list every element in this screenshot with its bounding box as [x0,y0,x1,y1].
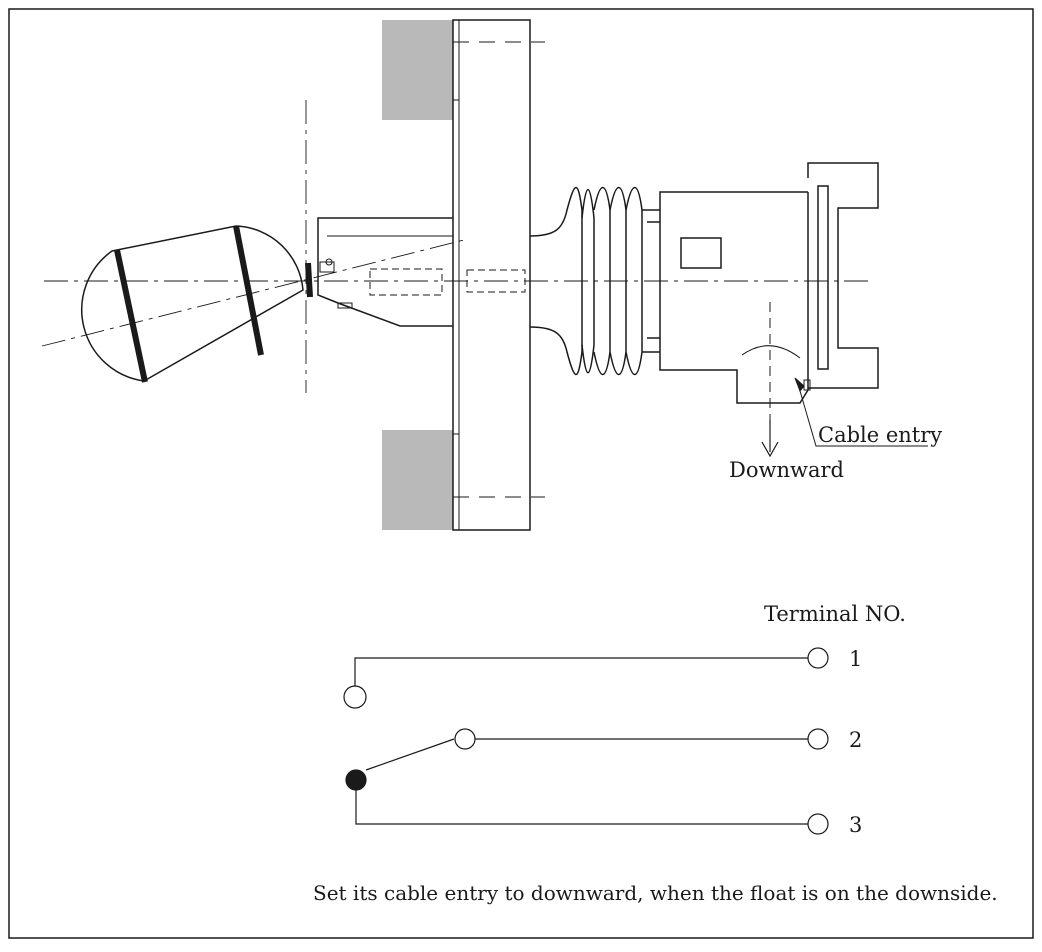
pivot-housing [317,217,453,327]
bellows [466,187,660,375]
switch-housing [659,162,879,420]
outer-border [8,8,1034,939]
contact-2-circle [454,728,476,750]
wall-block-top [382,20,453,120]
wall-block-bottom [382,430,453,530]
switch-schematic [343,647,829,835]
terminal-2-label: 2 [849,728,862,752]
downward-arrow-icon [761,420,779,458]
downward-label: Downward [729,458,844,482]
centerlines [41,100,868,393]
terminal-1-circle [807,647,829,669]
contact-1-circle [343,685,367,709]
terminal-2-circle [807,728,829,750]
terminal-3-circle [807,813,829,835]
mounting-flange [452,19,545,531]
float [80,225,313,383]
terminal-1-label: 1 [849,647,862,671]
cable-entry-label: Cable entry [818,423,942,447]
common-contact-dot [345,769,367,791]
caption: Set its cable entry to downward, when th… [313,881,998,905]
terminal-header: Terminal NO. [764,602,906,626]
terminal-3-label: 3 [849,813,862,837]
cable-entry-leader [794,377,928,447]
vessel-wall [382,20,453,530]
